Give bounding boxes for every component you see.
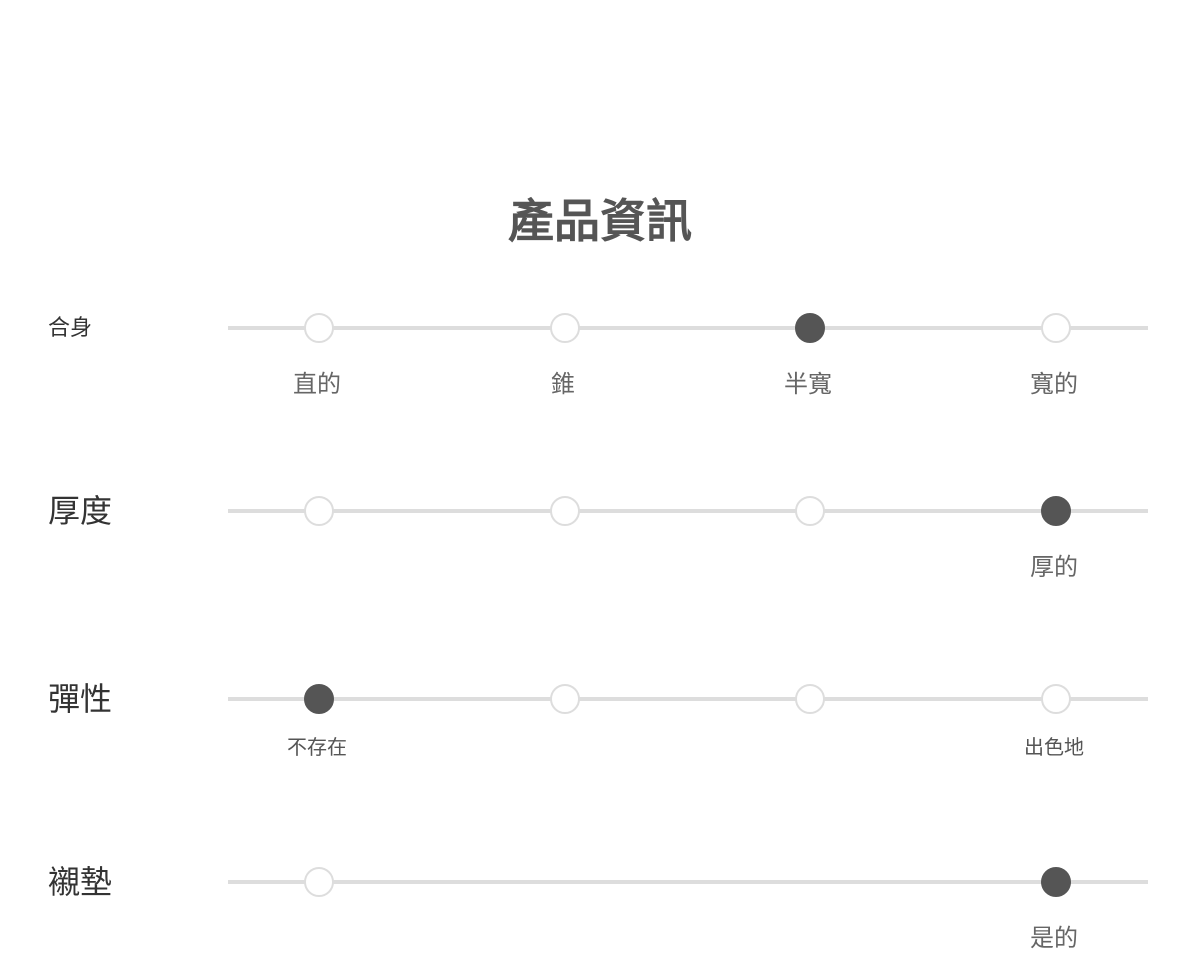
scale-track <box>228 509 1148 513</box>
attribute-label: 合身 <box>48 315 93 340</box>
option-label: 是的 <box>1030 925 1078 952</box>
attribute-label: 彈性 <box>48 681 113 717</box>
scale-dot[interactable] <box>304 313 334 343</box>
scale-dot-selected[interactable] <box>1041 496 1071 526</box>
scale-dot[interactable] <box>304 867 334 897</box>
scale-dot[interactable] <box>795 684 825 714</box>
option-label: 出色地 <box>1024 737 1084 759</box>
option-label: 錐 <box>551 371 575 398</box>
attribute-row: 襯墊是的 <box>0 864 1200 952</box>
option-label: 厚的 <box>1030 554 1078 581</box>
scale-dot-selected[interactable] <box>1041 867 1071 897</box>
attribute-label: 厚度 <box>48 493 113 529</box>
option-label: 半寬 <box>784 371 832 398</box>
scale-dot[interactable] <box>795 496 825 526</box>
scale-dot-selected[interactable] <box>795 313 825 343</box>
scale-dot[interactable] <box>550 684 580 714</box>
attribute-label: 襯墊 <box>48 864 113 900</box>
scale-dot[interactable] <box>1041 313 1071 343</box>
option-label: 寬的 <box>1030 371 1078 398</box>
scale-dot-selected[interactable] <box>304 684 334 714</box>
attribute-row: 厚度厚的 <box>0 493 1200 581</box>
scale-dot[interactable] <box>1041 684 1071 714</box>
scale-dot[interactable] <box>304 496 334 526</box>
attribute-row: 彈性不存在 出色地 <box>0 681 1200 759</box>
scale-track <box>228 697 1148 701</box>
scale-track <box>228 880 1148 884</box>
scale-track <box>228 326 1148 330</box>
option-label: 直的 <box>293 371 341 398</box>
scale-dot[interactable] <box>550 313 580 343</box>
page-title: 產品資訊 <box>508 195 692 247</box>
scale-dot[interactable] <box>550 496 580 526</box>
option-label: 不存在 <box>287 737 347 759</box>
attribute-row: 合身直的 錐 半寬 寬的 <box>0 313 1200 398</box>
